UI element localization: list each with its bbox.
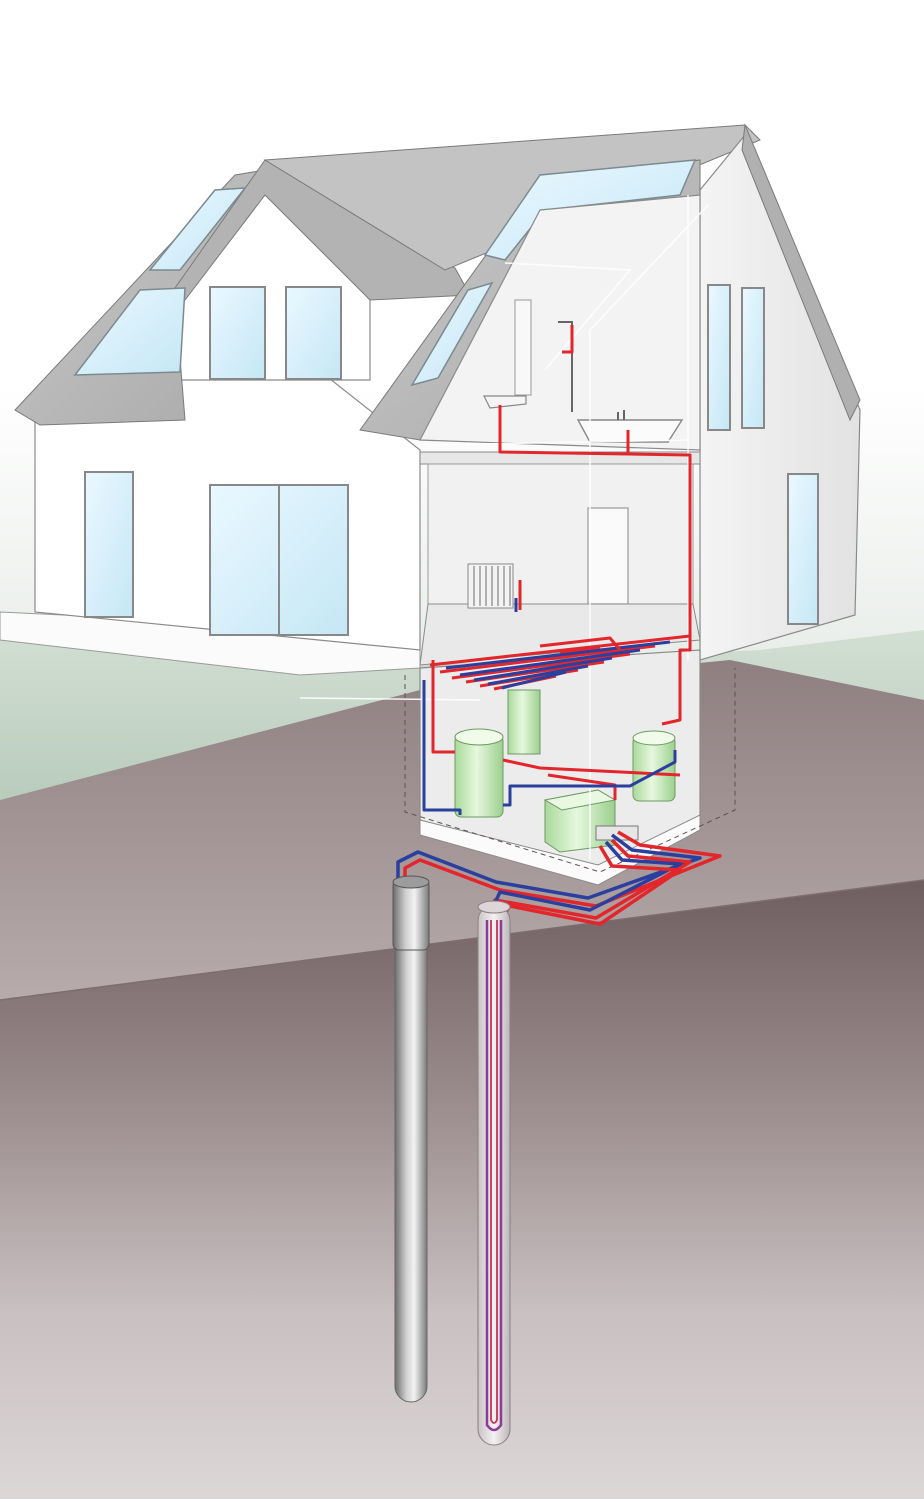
- solar-panel-icon: [148, 187, 247, 271]
- foundation-outline: [404, 668, 736, 873]
- heat-pump-icon: [543, 789, 617, 853]
- house-right-wall: [699, 133, 861, 661]
- shower-head: [558, 321, 573, 412]
- storage-tank-icon: [454, 728, 504, 818]
- cold-water-circuit: [422, 598, 677, 815]
- window: [787, 473, 819, 625]
- borehole-probe-icon: [392, 875, 430, 1403]
- solar-panel-icon: [73, 287, 186, 376]
- shower-icon: [514, 299, 532, 396]
- borehole-probe-icon: [477, 900, 511, 1446]
- control-unit: [507, 689, 541, 755]
- solar-panel-icon: [483, 159, 697, 261]
- cutaway-floor-slab: [419, 603, 701, 666]
- bathtub-icon: [576, 419, 684, 443]
- window: [741, 287, 765, 429]
- window: [707, 284, 731, 431]
- washbasin-icon: [483, 395, 527, 409]
- underfloor-heating-icon: [429, 634, 691, 691]
- solar-feed-lines: [299, 195, 709, 860]
- radiator-icon: [467, 563, 514, 609]
- hot-water-circuit: [431, 325, 692, 800]
- bath-faucet: [617, 410, 625, 420]
- house: [14, 123, 861, 886]
- roof-right-edge: [741, 123, 861, 422]
- window: [209, 286, 266, 380]
- interior-door: [587, 507, 629, 605]
- probe-loop: [485, 920, 503, 1432]
- window: [84, 471, 134, 618]
- window: [285, 286, 342, 380]
- storage-tank-icon: [632, 730, 676, 802]
- main-roof-ridge: [263, 124, 761, 271]
- ground-loop-horizontal: [396, 830, 722, 926]
- soil-cut-edge: [0, 879, 924, 1001]
- probe-loop: [490, 920, 498, 1424]
- solar-panel-icon: [410, 281, 494, 387]
- underground-soil: [0, 880, 924, 1499]
